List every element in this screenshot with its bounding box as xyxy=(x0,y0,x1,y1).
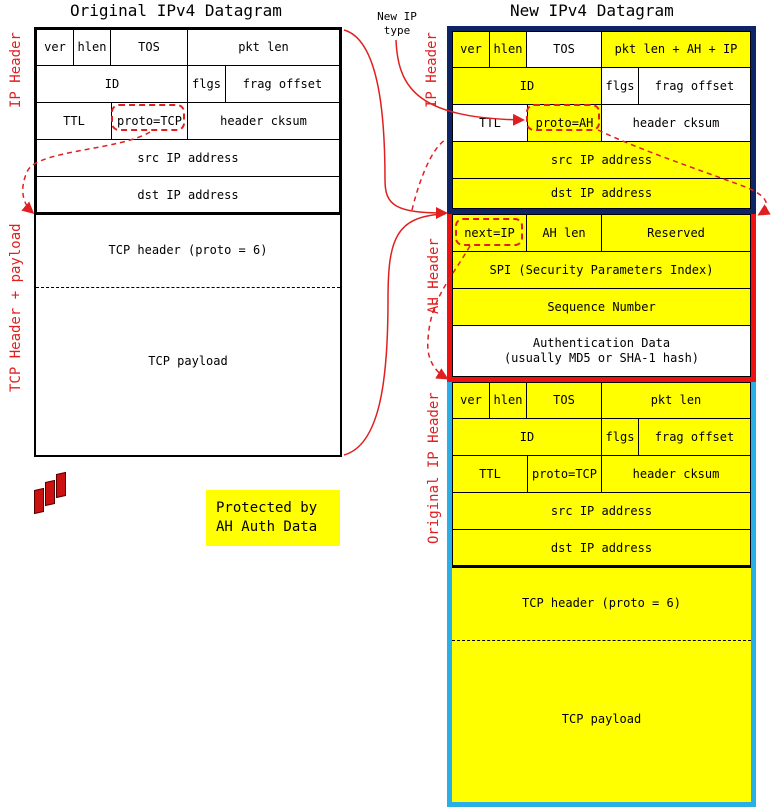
new-src-ip: src IP address xyxy=(452,141,751,179)
ah-spi: SPI (Security Parameters Index) xyxy=(452,251,751,289)
orig-src-ip: src IP address xyxy=(36,139,340,177)
new-ip-type-line1: New IP xyxy=(377,10,417,23)
orig-tcp-divider xyxy=(36,287,340,288)
ah-next-arrow xyxy=(427,245,471,380)
ah-seq: Sequence Number xyxy=(452,288,751,326)
new-ip-type-line2: type xyxy=(383,24,411,38)
legend-line1: Protected by xyxy=(216,500,318,517)
orig-tcp-header: TCP header (proto = 6) xyxy=(108,243,268,257)
orig-proto-highlight xyxy=(111,104,185,131)
bracket-arrow-bottom xyxy=(343,213,446,456)
ah-auth-line2: (usually MD5 or SHA-1 hash) xyxy=(503,351,700,365)
orig-hlen: hlen xyxy=(73,29,111,66)
legend-protected: Protected by AH Auth Data xyxy=(206,490,340,546)
new-proto-highlight xyxy=(526,104,600,131)
new-ip-type-label: New IP type xyxy=(372,10,422,39)
inner-header-cksum: header cksum xyxy=(601,455,751,493)
inner-tcp-divider xyxy=(452,640,751,641)
orig-frag-offset: frag offset xyxy=(225,65,340,103)
bracket-arrow-top xyxy=(343,29,448,219)
new-datagram-title: New IPv4 Datagram xyxy=(510,1,674,20)
inner-proto: proto=TCP xyxy=(527,455,602,493)
ah-auth-line1: Authentication Data xyxy=(532,336,671,350)
ah-len: AH len xyxy=(526,214,602,252)
orig-dst-ip: dst IP address xyxy=(36,176,340,214)
inner-tcp-header: TCP header (proto = 6) xyxy=(522,596,681,610)
orig-proto: proto=TCP xyxy=(111,102,188,140)
original-packet-frame: ver hlen TOS pkt len ID flgs frag offset… xyxy=(447,377,756,807)
new-frag-offset: frag offset xyxy=(638,67,751,105)
new-tos: TOS xyxy=(526,31,602,68)
ah-next-highlight xyxy=(455,218,523,246)
inner-tcp-payload: TCP payload xyxy=(561,712,642,726)
orig-pkt-len: pkt len xyxy=(187,29,340,66)
original-datagram-title: Original IPv4 Datagram xyxy=(70,1,282,20)
original-datagram: ver hlen TOS pkt len ID flgs frag offset… xyxy=(34,27,342,457)
inner-frag-offset: frag offset xyxy=(638,418,751,456)
new-proto: proto=AH xyxy=(527,104,602,142)
inner-ttl: TTL xyxy=(452,455,528,493)
orig-header-cksum: header cksum xyxy=(187,102,340,140)
inner-src-ip: src IP address xyxy=(452,492,751,530)
legend-line2: AH Auth Data xyxy=(216,519,318,535)
inner-ip-tcp-divider xyxy=(452,565,751,568)
inner-tos: TOS xyxy=(526,382,602,419)
new-ver: ver xyxy=(452,31,490,68)
new-dst-ip: dst IP address xyxy=(452,178,751,209)
new-proto-next-arrow xyxy=(597,129,771,216)
orig-ip-tcp-divider xyxy=(36,212,340,215)
ah-auth-data: Authentication Data (usually MD5 or SHA-… xyxy=(452,325,751,377)
orig-tcp-payload: TCP payload xyxy=(148,354,228,368)
orig-ttl: TTL xyxy=(36,102,112,140)
new-ip-type-arrow xyxy=(395,39,525,126)
orig-ver: ver xyxy=(36,29,74,66)
orig-tos: TOS xyxy=(110,29,188,66)
orig-proto-next-arrow xyxy=(21,131,151,214)
new-ip-header-frame: ver hlen TOS pkt len + AH + IP ID flgs f… xyxy=(447,26,756,214)
cross-dashed-line xyxy=(411,139,446,211)
inner-pkt-len: pkt len xyxy=(601,382,751,419)
new-pkt-len: pkt len + AH + IP xyxy=(601,31,751,68)
ah-header-frame: next=IP AH len Reserved SPI (Security Pa… xyxy=(447,209,756,382)
inner-dst-ip: dst IP address xyxy=(452,529,751,567)
